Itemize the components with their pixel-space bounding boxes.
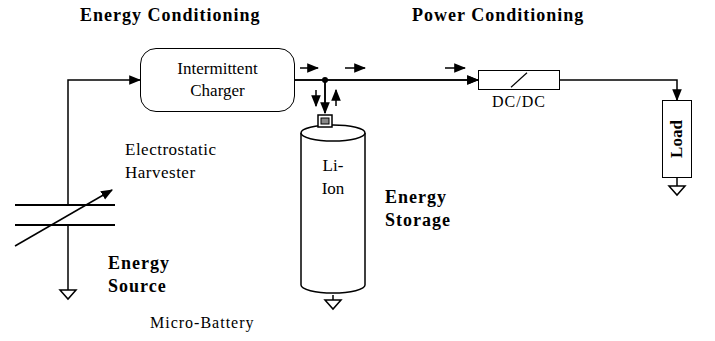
load-box: Load	[662, 100, 692, 178]
wire-connector	[560, 80, 677, 100]
ground-symbol	[669, 186, 685, 195]
section-heading: Energy Conditioning	[80, 4, 261, 27]
ground-symbol	[325, 300, 341, 309]
label-holder: Li- Ion	[300, 155, 366, 201]
capacitor-symbol	[10, 195, 120, 235]
flow-arrow	[335, 90, 337, 106]
node-label: Load	[667, 120, 687, 158]
converter-box: DC/DC	[478, 70, 560, 90]
flow-arrow	[300, 67, 318, 69]
node-label: DC/DC	[459, 93, 579, 111]
ground-lead	[676, 178, 678, 186]
block-label: Energy Storage	[385, 186, 480, 231]
block-label: Energy Source	[108, 252, 193, 297]
wire-connector	[295, 80, 325, 113]
node-label: Li- Ion	[313, 155, 353, 201]
wire-connector	[325, 80, 478, 113]
ground-lead	[67, 235, 69, 290]
variable-arrow	[15, 190, 112, 246]
caption-label: Micro-Battery	[150, 314, 255, 332]
section-heading: Power Conditioning	[412, 4, 584, 27]
flow-arrow	[345, 67, 365, 69]
charger-box: Intermittent Charger	[140, 48, 295, 112]
battery-outline	[300, 113, 366, 295]
converter-diagonal	[479, 71, 559, 89]
node-label: Intermittent Charger	[158, 58, 278, 102]
flow-arrow	[315, 90, 317, 106]
battery-cylinder: Li- Ion	[300, 113, 366, 295]
flow-arrow	[445, 67, 465, 69]
node-label: Electrostatic Harvester	[125, 139, 250, 185]
ground-symbol	[60, 290, 76, 299]
harvester-symbol: Electrostatic Harvester	[10, 195, 120, 235]
